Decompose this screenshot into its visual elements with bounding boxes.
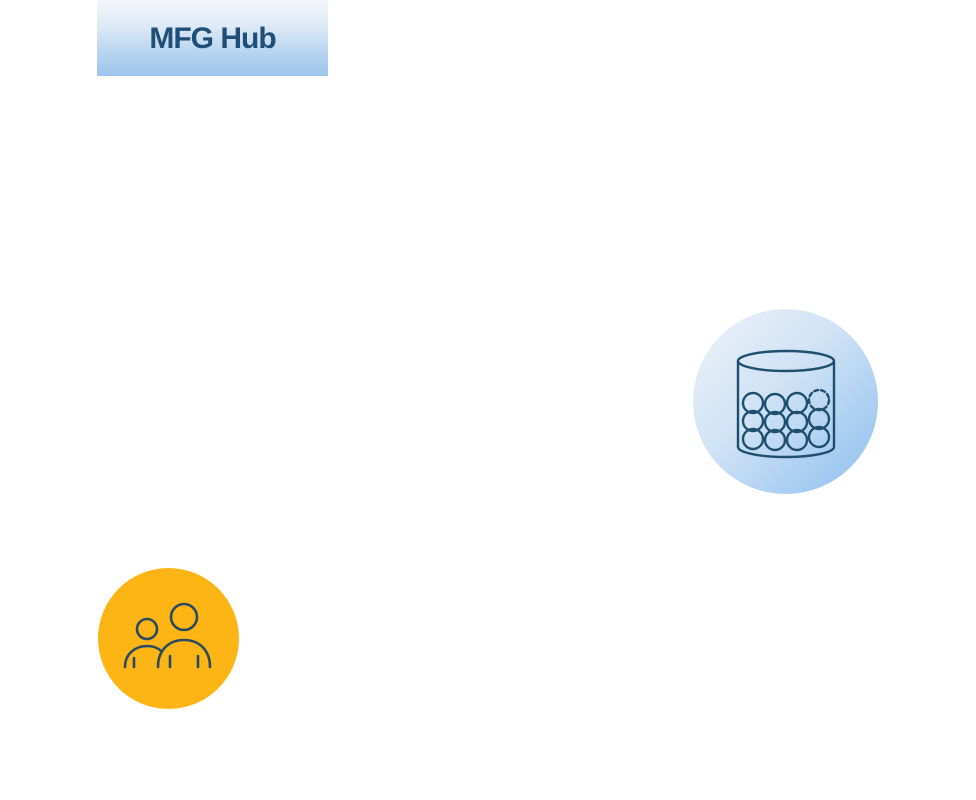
brand-logo[interactable]: MFG Hub (97, 0, 328, 76)
brand-logo-text: MFG Hub (149, 22, 276, 55)
inventory-feature-icon (693, 309, 878, 494)
people-icon (123, 602, 212, 669)
team-feature-icon (98, 568, 239, 709)
container-with-balls-icon (736, 349, 836, 459)
